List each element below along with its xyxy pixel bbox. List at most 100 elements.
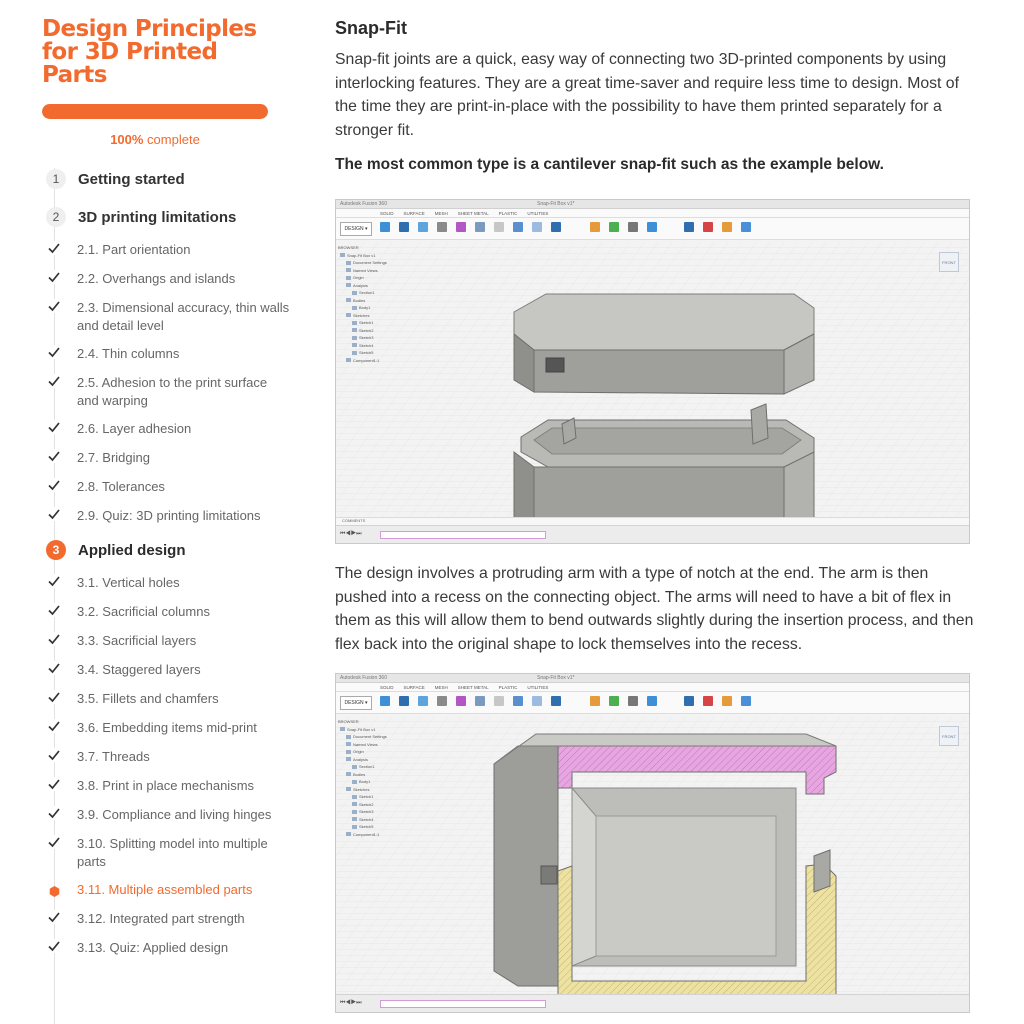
- design-timeline[interactable]: [380, 531, 546, 539]
- design-timeline[interactable]: [380, 1000, 546, 1008]
- toc-lesson-item[interactable]: 2.7. Bridging: [40, 444, 290, 473]
- ribbon-tool-icon[interactable]: [437, 696, 447, 706]
- toc-lesson-item[interactable]: 3.12. Integrated part strength: [40, 905, 290, 934]
- browser-tree-item[interactable]: Section1: [338, 289, 400, 297]
- ribbon-tool-icon[interactable]: [551, 222, 561, 232]
- toc-lesson-item[interactable]: 2.9. Quiz: 3D printing limitations: [40, 502, 290, 531]
- ribbon-tool-icon[interactable]: [456, 696, 466, 706]
- browser-tree-item[interactable]: Origin: [338, 748, 400, 756]
- browser-tree-item[interactable]: Sketch3: [338, 808, 400, 816]
- browser-tree-item[interactable]: Component1:1: [338, 357, 400, 365]
- toc-lesson-item[interactable]: 2.4. Thin columns: [40, 340, 290, 369]
- ribbon-tab[interactable]: SHEET METAL: [457, 210, 489, 216]
- browser-tree-item[interactable]: Sketches: [338, 786, 400, 794]
- browser-tree-item[interactable]: Sketch3: [338, 334, 400, 342]
- browser-tree-item[interactable]: Sketch4: [338, 816, 400, 824]
- ribbon-tool-icon[interactable]: [494, 222, 504, 232]
- ribbon-tool-icon[interactable]: [609, 696, 619, 706]
- toc-lesson-item[interactable]: 3.8. Print in place mechanisms: [40, 772, 290, 801]
- toc-lesson-item[interactable]: 3.11. Multiple assembled parts: [40, 876, 290, 905]
- ribbon-tab[interactable]: PLASTIC: [498, 684, 518, 690]
- ribbon-tool-icon[interactable]: [741, 696, 751, 706]
- browser-tree-item[interactable]: Body1: [338, 778, 400, 786]
- ribbon-tool-icon[interactable]: [380, 222, 390, 232]
- browser-tree-item[interactable]: Document Settings: [338, 259, 400, 267]
- browser-tree-item[interactable]: Named Views: [338, 267, 400, 275]
- toc-lesson-item[interactable]: 2.1. Part orientation: [40, 236, 290, 265]
- ribbon-tab[interactable]: MESH: [434, 684, 448, 690]
- toc-lesson-item[interactable]: 3.7. Threads: [40, 743, 290, 772]
- toc-lesson-item[interactable]: 3.10. Splitting model into multiple part…: [40, 830, 290, 876]
- ribbon-tool-icon[interactable]: [722, 696, 732, 706]
- browser-tree-item[interactable]: Analysis: [338, 756, 400, 764]
- document-tab[interactable]: Snap-Fit Box v1*: [536, 201, 575, 207]
- ribbon-tool-icon[interactable]: [456, 222, 466, 232]
- ribbon-tab[interactable]: SHEET METAL: [457, 684, 489, 690]
- browser-tree-item[interactable]: Section1: [338, 763, 400, 771]
- browser-tree-item[interactable]: Component1:1: [338, 831, 400, 839]
- ribbon-tool-icon[interactable]: [418, 222, 428, 232]
- ribbon-tool-icon[interactable]: [475, 222, 485, 232]
- comments-panel[interactable]: COMMENTS: [336, 517, 969, 525]
- browser-tree-item[interactable]: Sketch1: [338, 319, 400, 327]
- browser-tree-item[interactable]: Sketch2: [338, 801, 400, 809]
- ribbon-tool-icon[interactable]: [532, 222, 542, 232]
- toc-lesson-item[interactable]: 3.6. Embedding items mid-print: [40, 714, 290, 743]
- ribbon-tool-icon[interactable]: [399, 222, 409, 232]
- browser-tree-item[interactable]: Sketches: [338, 312, 400, 320]
- workspace-design-dropdown[interactable]: DESIGN ▾: [340, 222, 372, 236]
- ribbon-tool-icon[interactable]: [437, 222, 447, 232]
- course-title[interactable]: Design Principles for 3D Printed Parts: [42, 16, 257, 88]
- browser-tree-item[interactable]: Bodies: [338, 771, 400, 779]
- ribbon-tool-icon[interactable]: [494, 696, 504, 706]
- ribbon-tool-icon[interactable]: [741, 222, 751, 232]
- ribbon-tab[interactable]: SOLID: [380, 684, 394, 690]
- browser-tree-item[interactable]: Analysis: [338, 282, 400, 290]
- toc-lesson-item[interactable]: 3.5. Fillets and chamfers: [40, 685, 290, 714]
- browser-tree-item[interactable]: Sketch2: [338, 327, 400, 335]
- view-cube[interactable]: FRONT: [939, 726, 959, 746]
- workspace-design-dropdown[interactable]: DESIGN ▾: [340, 696, 372, 710]
- ribbon-tab[interactable]: SURFACE: [403, 210, 425, 216]
- browser-tree-item[interactable]: Sketch5: [338, 823, 400, 831]
- ribbon-tab[interactable]: SOLID: [380, 210, 394, 216]
- ribbon-tool-icon[interactable]: [551, 696, 561, 706]
- toc-lesson-item[interactable]: 3.1. Vertical holes: [40, 569, 290, 598]
- toc-lesson-item[interactable]: 3.4. Staggered layers: [40, 656, 290, 685]
- browser-tree-item[interactable]: Snap-Fit Box v1: [338, 726, 400, 734]
- ribbon-tool-icon[interactable]: [684, 222, 694, 232]
- toc-lesson-item[interactable]: 3.2. Sacrificial columns: [40, 598, 290, 627]
- toc-lesson-item[interactable]: 3.9. Compliance and living hinges: [40, 801, 290, 830]
- cad-viewport[interactable]: [336, 242, 969, 543]
- playback-controls-icon[interactable]: ⏮◀▶⏭: [340, 531, 362, 537]
- toc-lesson-item[interactable]: 2.5. Adhesion to the print surface and w…: [40, 369, 290, 415]
- browser-tree-item[interactable]: Origin: [338, 274, 400, 282]
- ribbon-tool-icon[interactable]: [628, 696, 638, 706]
- browser-tree-item[interactable]: Named Views: [338, 741, 400, 749]
- browser-tree-item[interactable]: Sketch1: [338, 793, 400, 801]
- ribbon-tool-icon[interactable]: [590, 696, 600, 706]
- ribbon-tool-icon[interactable]: [628, 222, 638, 232]
- toc-lesson-item[interactable]: 2.6. Layer adhesion: [40, 415, 290, 444]
- browser-tree-item[interactable]: Sketch4: [338, 342, 400, 350]
- ribbon-tool-icon[interactable]: [609, 222, 619, 232]
- playback-controls-icon[interactable]: ⏮◀▶⏭: [340, 1000, 362, 1006]
- browser-tree-item[interactable]: Bodies: [338, 297, 400, 305]
- ribbon-tool-icon[interactable]: [703, 696, 713, 706]
- ribbon-tool-icon[interactable]: [684, 696, 694, 706]
- ribbon-tool-icon[interactable]: [513, 696, 523, 706]
- browser-tree-item[interactable]: Sketch5: [338, 349, 400, 357]
- toc-lesson-item[interactable]: 2.3. Dimensional accuracy, thin walls an…: [40, 294, 290, 340]
- toc-lesson-item[interactable]: 3.13. Quiz: Applied design: [40, 934, 290, 963]
- toc-lesson-item[interactable]: 2.2. Overhangs and islands: [40, 265, 290, 294]
- ribbon-tool-icon[interactable]: [703, 222, 713, 232]
- browser-tree-item[interactable]: Snap-Fit Box v1: [338, 252, 400, 260]
- ribbon-tab[interactable]: PLASTIC: [498, 210, 518, 216]
- browser-tree-item[interactable]: Body1: [338, 304, 400, 312]
- view-cube[interactable]: FRONT: [939, 252, 959, 272]
- toc-lesson-item[interactable]: 3.3. Sacrificial layers: [40, 627, 290, 656]
- ribbon-tab[interactable]: UTILITIES: [527, 210, 549, 216]
